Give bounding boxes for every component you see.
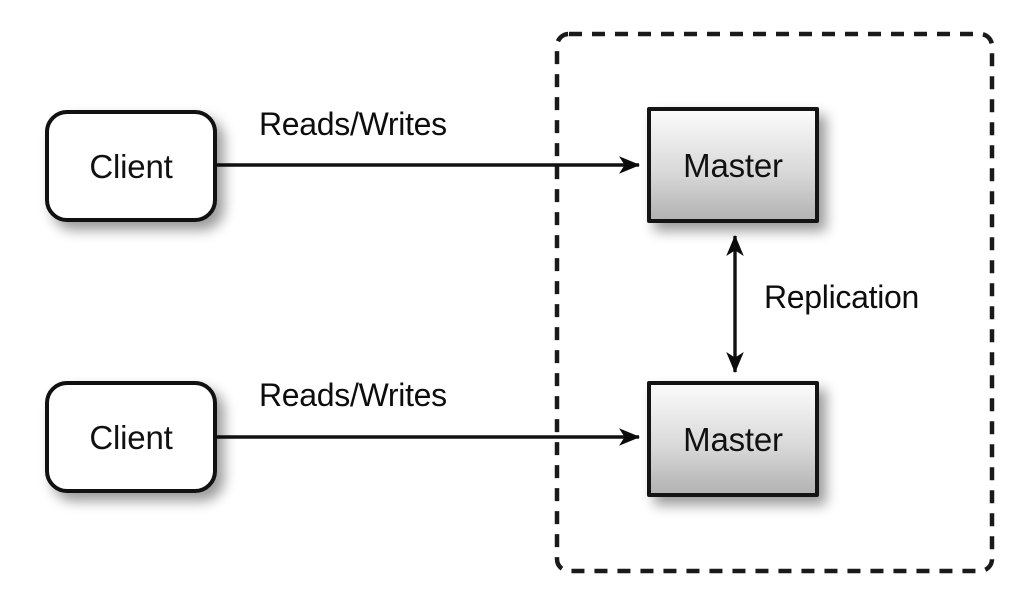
- node-label-client-bottom: Client: [89, 418, 173, 456]
- node-master-top[interactable]: Master: [647, 107, 819, 223]
- edge-label-replication: Replication: [764, 279, 920, 315]
- node-label-master-top: Master: [683, 146, 783, 184]
- edge-label-reads-writes-bottom: Reads/Writes: [259, 377, 447, 413]
- node-label-master-bottom: Master: [683, 420, 783, 458]
- edge-label-reads-writes-top: Reads/Writes: [259, 106, 447, 142]
- node-master-bottom[interactable]: Master: [647, 381, 819, 497]
- node-client-top[interactable]: Client: [45, 110, 217, 222]
- node-client-bottom[interactable]: Client: [45, 381, 217, 493]
- node-label-client-top: Client: [89, 147, 173, 185]
